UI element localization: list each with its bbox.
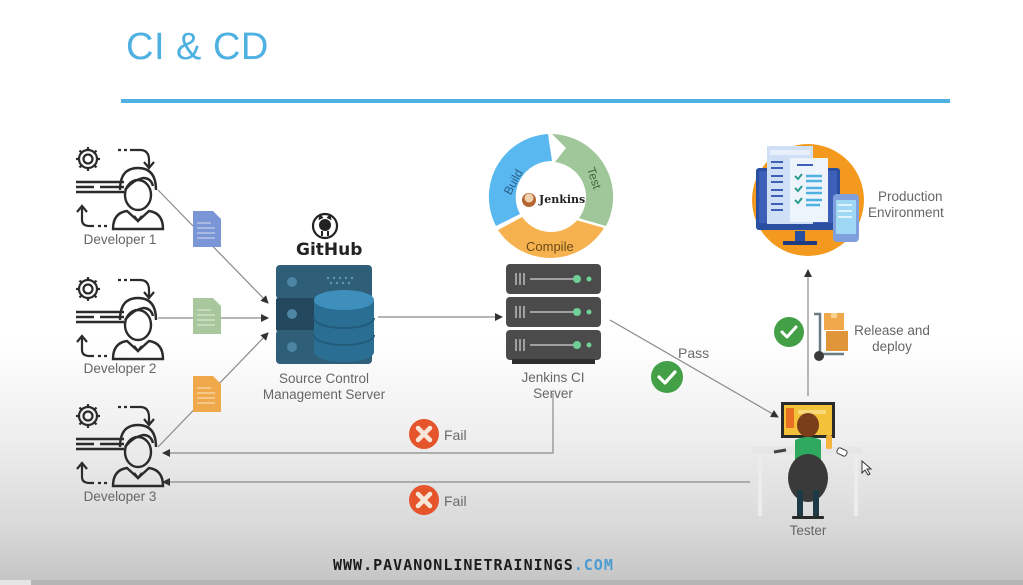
- dev2-document-icon: [192, 297, 222, 335]
- production-label: Production Environment: [868, 189, 962, 221]
- developer-1-label: Developer 1: [83, 232, 157, 247]
- developer-2-label: Developer 2: [83, 361, 157, 376]
- dev3-document-icon: [192, 375, 222, 413]
- scm-server-label-line2: Management Server: [262, 387, 386, 402]
- tester-at-desk-icon: [752, 402, 862, 519]
- developer-1-icon: [74, 145, 165, 231]
- pass-label: Pass: [678, 345, 710, 361]
- tester-label: Tester: [789, 523, 827, 538]
- developer-2-icon: [74, 275, 165, 361]
- pass-check-icon: [651, 361, 683, 393]
- video-progress-fill: [0, 580, 31, 585]
- tester-fail-x-icon: [409, 485, 439, 515]
- mouse-cursor-icon: [861, 459, 873, 476]
- production-label-line2: Environment: [868, 205, 944, 220]
- release-label-line2: deploy: [872, 339, 912, 354]
- developer-3-label: Developer 3: [83, 489, 157, 504]
- source-control-server-icon: [276, 265, 375, 364]
- developer-3-icon: [74, 402, 165, 488]
- jenkins-server-label-line2: Server: [533, 386, 573, 401]
- cycle-segment-build: [488, 134, 552, 226]
- ci-fail-label: Fail: [444, 427, 467, 443]
- footer-url-tld: .COM: [573, 556, 614, 574]
- slide-title: CI & CD: [126, 26, 269, 68]
- jenkins-ci-server-icon: [506, 264, 601, 364]
- hand-truck-boxes-icon: [814, 312, 848, 361]
- github-brand: GitHub: [296, 240, 363, 260]
- cycle-label-compile: Compile: [526, 239, 574, 254]
- scm-server-label-line1: Source Control: [278, 371, 370, 386]
- ci-fail-flow-line: [162, 393, 554, 457]
- cycle-segment-compile: [498, 216, 604, 258]
- github-octocat-icon: [311, 212, 339, 240]
- jenkins-server-label-line1: Jenkins CI: [521, 370, 585, 385]
- production-label-line1: Production: [878, 189, 943, 204]
- dev1-document-icon: [192, 210, 222, 248]
- release-label: Release and deploy: [852, 323, 932, 355]
- tester-fail-label: Fail: [444, 493, 467, 509]
- production-environment-icon: [752, 144, 864, 256]
- footer-website-url: WWW.PAVANONLINETRAININGS.COM: [333, 556, 614, 574]
- pass-flow-line: [609, 319, 779, 418]
- video-progress-bar[interactable]: [0, 580, 1023, 585]
- release-label-line1: Release and: [854, 323, 930, 338]
- scm-server-label: Source Control Management Server: [244, 371, 404, 403]
- ci-fail-x-icon: [409, 419, 439, 449]
- title-underline: [121, 99, 950, 103]
- jenkins-server-label: Jenkins CI Server: [498, 370, 608, 402]
- jenkins-brand: Jenkins: [539, 193, 586, 206]
- release-check-icon: [774, 317, 804, 347]
- footer-url-main: WWW.PAVANONLINETRAININGS: [333, 556, 574, 574]
- cycle-segment-test: [552, 134, 614, 226]
- jenkins-cycle-ring: [488, 134, 614, 258]
